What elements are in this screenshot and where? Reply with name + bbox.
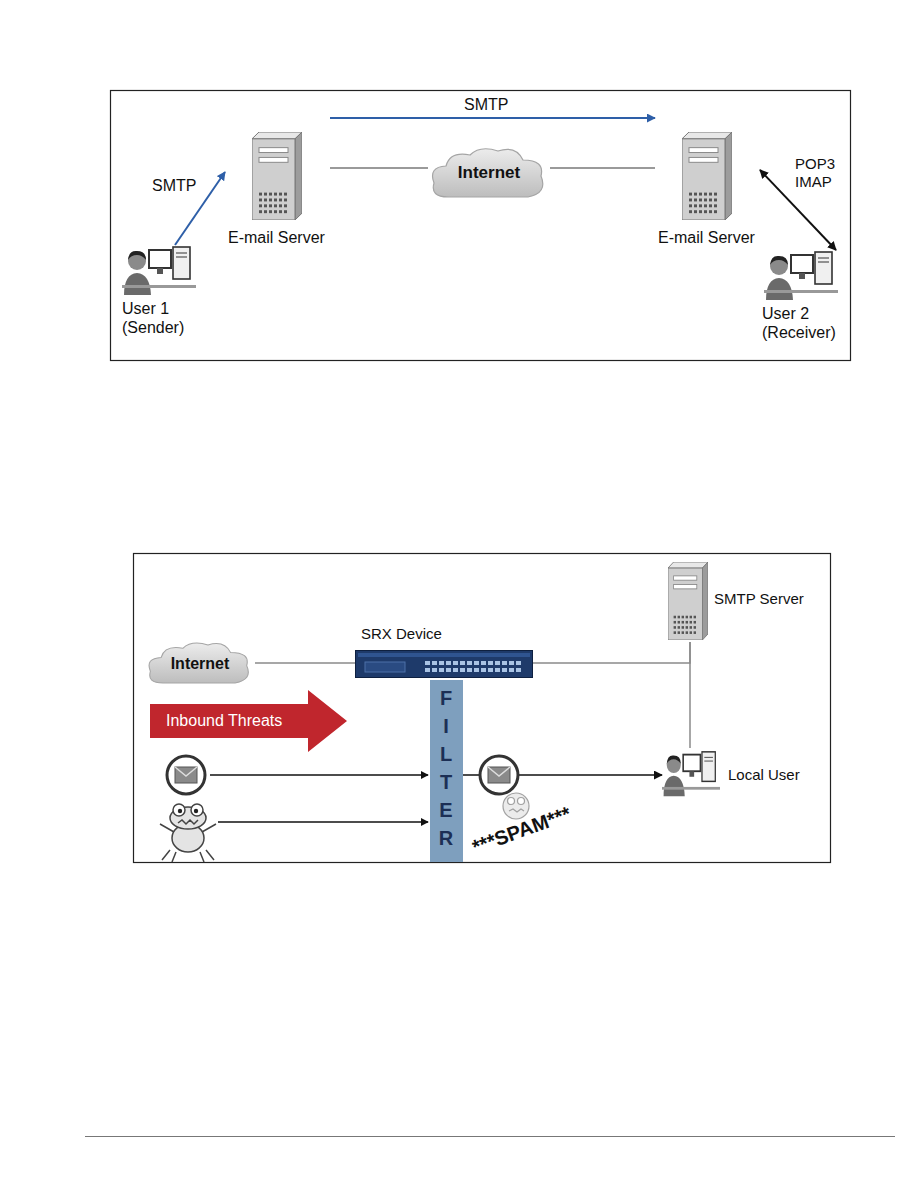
threat-arrow (218, 821, 428, 823)
edge-label-box: POP3 IMAP (793, 155, 841, 191)
connector (255, 662, 355, 664)
server-icon: E-mail Server (225, 112, 330, 254)
mail-arrow (210, 774, 428, 776)
mail-icon (480, 756, 518, 794)
edge-label-box: SMTP (150, 176, 198, 195)
node-label: Local User (728, 766, 800, 784)
local-user-shape (662, 750, 720, 798)
spam-stamp-box: ***SPAM*** (470, 818, 573, 842)
protocol-label: POP3 IMAP (793, 155, 841, 191)
node-label: SMTP Server (714, 590, 804, 608)
frame (111, 91, 851, 361)
footer-rule (85, 1136, 895, 1137)
node-label: F I L T E R (436, 684, 456, 852)
server-icon-shape (252, 132, 302, 220)
connector (689, 642, 691, 748)
node-label: E-mail Server (658, 228, 755, 247)
user-icon-shape (122, 245, 196, 297)
server-icon-shape (682, 132, 732, 220)
srx-device: SRX Device (355, 625, 533, 678)
node-label: SRX Device (361, 625, 442, 643)
threat-arrow: Inbound Threats (150, 690, 347, 752)
connector (330, 117, 655, 119)
user-icon-shape (764, 250, 838, 302)
node-label: E-mail Server (228, 228, 325, 247)
mail-icon (167, 756, 205, 794)
spam-stamp: ***SPAM*** (469, 801, 574, 859)
server-icon: E-mail Server (655, 112, 760, 254)
edge-label-box: SMTP (462, 95, 510, 114)
local-user: Local User (662, 748, 812, 803)
node-label: Internet (428, 163, 550, 183)
connector (550, 167, 655, 169)
internet-cloud: Internet (428, 145, 550, 203)
node-label: User 1 (Sender) (122, 299, 202, 337)
user-icon: User 2 (Receiver) (760, 250, 848, 352)
node-label: User 2 (Receiver) (762, 304, 844, 342)
frame (134, 554, 831, 863)
smtp-server: SMTP Server (660, 560, 820, 642)
protocol-label: SMTP (150, 176, 198, 195)
node-label: Internet (145, 654, 255, 673)
smtp-server-shape (668, 562, 708, 640)
connector (330, 167, 428, 169)
filter-band: F I L T E R (430, 680, 463, 862)
srx-device-shape (355, 650, 533, 678)
protocol-label: SMTP (462, 95, 510, 114)
node-label: Inbound Threats (166, 711, 282, 730)
user-icon: User 1 (Sender) (118, 245, 204, 347)
internet-cloud: Internet (145, 640, 255, 688)
threat-monster (160, 804, 216, 862)
connector (533, 642, 690, 663)
